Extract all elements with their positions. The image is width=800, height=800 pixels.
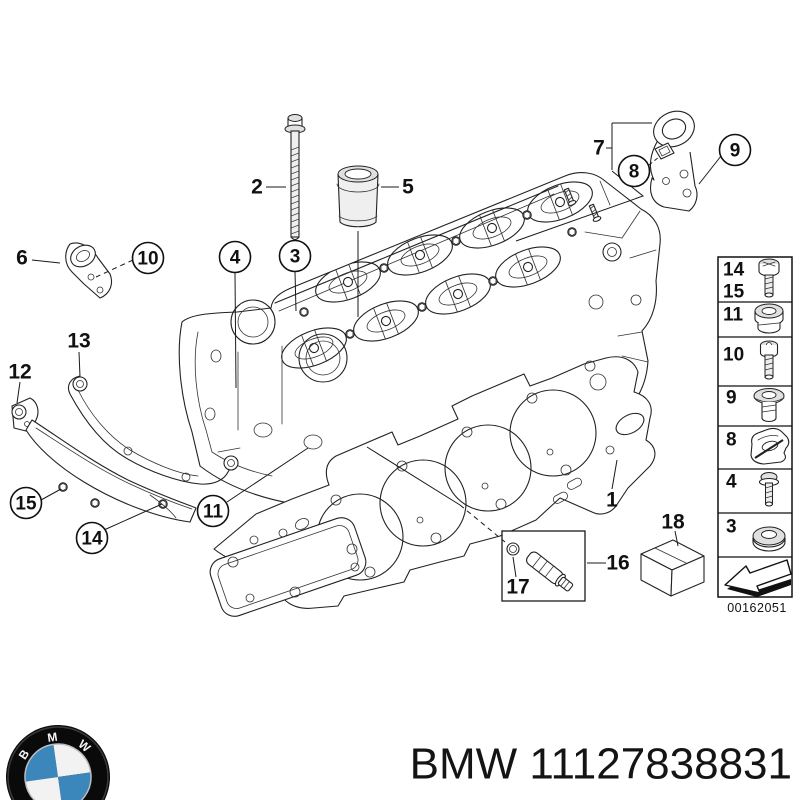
callout-17: 17 bbox=[506, 576, 529, 599]
circled-callout-4-label: 4 bbox=[230, 248, 241, 269]
legend-label-4: 4 bbox=[726, 472, 737, 493]
bmw-roundel-quadrant-white-tr bbox=[53, 744, 91, 777]
hex-bolt-icon bbox=[758, 258, 780, 298]
legend-label-10: 10 bbox=[723, 345, 744, 366]
circled-callout-15: 15 bbox=[9, 486, 43, 520]
socket-bolt-icon bbox=[759, 340, 779, 380]
cable-clip-icon bbox=[750, 427, 790, 465]
circled-callout-14-label: 14 bbox=[81, 529, 103, 550]
legend-label-3: 3 bbox=[726, 517, 737, 538]
circled-callout-10: 10 bbox=[131, 241, 165, 275]
bmw-roundel-quadrant-blue-br bbox=[58, 772, 91, 800]
valley-gasket-drawing bbox=[209, 517, 367, 617]
bmw-roundel-quadrant-blue-tl bbox=[25, 744, 58, 782]
legend-label-9: 9 bbox=[726, 388, 737, 409]
stud-bolt-threads bbox=[290, 146, 300, 235]
circled-callout-9: 9 bbox=[718, 133, 752, 167]
legend-label-14: 14 bbox=[723, 260, 745, 281]
callout-12: 12 bbox=[8, 361, 31, 384]
washer-icon bbox=[752, 526, 786, 552]
hook-assembly-drawing bbox=[649, 110, 698, 212]
bmw-roundel-quadrant-white-bl bbox=[25, 777, 63, 800]
cable-clip-drawing bbox=[654, 142, 675, 160]
countersunk-screw-icon bbox=[753, 388, 785, 423]
circled-callout-15-label: 15 bbox=[15, 494, 37, 515]
callout-1: 1 bbox=[606, 489, 618, 512]
callout-13: 13 bbox=[67, 330, 90, 353]
callout-16: 16 bbox=[606, 552, 629, 575]
circled-callout-3: 3 bbox=[278, 239, 312, 273]
diagram-number: 00162051 bbox=[727, 601, 787, 615]
circled-callout-4: 4 bbox=[218, 240, 252, 274]
circled-callout-8-label: 8 bbox=[629, 162, 640, 183]
footer: B M W BMW 11127838831 bbox=[6, 725, 792, 800]
screw-plug-icon bbox=[754, 303, 784, 334]
head-gasket-holes bbox=[249, 360, 645, 578]
circled-callout-14: 14 bbox=[75, 521, 109, 555]
direction-arrow-icon bbox=[724, 559, 792, 597]
circled-callout-3-label: 3 bbox=[290, 247, 301, 268]
sleeve-drawing bbox=[336, 165, 380, 228]
sensor-box-drawing bbox=[501, 530, 586, 602]
seal-kit-box-drawing bbox=[640, 539, 705, 597]
pan-head-bolt-icon bbox=[758, 472, 780, 507]
rail-assembly-drawing bbox=[11, 397, 197, 523]
callout-18: 18 bbox=[661, 511, 685, 534]
bmw-logo-letter-m: M bbox=[47, 730, 59, 745]
legend-label-11: 11 bbox=[723, 305, 744, 326]
callout-labels: 1 2 5 6 7 12 13 16 17 18 bbox=[8, 137, 685, 599]
callout-7: 7 bbox=[593, 137, 605, 160]
strip-gasket-13-drawing bbox=[67, 375, 241, 485]
legend-row-dividers bbox=[718, 301, 792, 558]
legend-sidebar: 14 15 11 10 9 8 4 3 bbox=[717, 256, 793, 615]
stud-bolt-drawing bbox=[284, 114, 306, 241]
front-bracket-drawing bbox=[65, 242, 113, 299]
circled-callouts: 3 4 8 9 10 11 14 15 bbox=[9, 133, 752, 555]
circled-callout-8: 8 bbox=[617, 154, 651, 188]
sensor-drawing bbox=[526, 551, 574, 592]
legend-label-8: 8 bbox=[726, 430, 737, 451]
part-number-text: BMW 11127838831 bbox=[410, 740, 792, 789]
legend-label-15: 15 bbox=[723, 282, 745, 303]
callout-2: 2 bbox=[251, 176, 263, 199]
callout-5: 5 bbox=[402, 176, 414, 199]
circled-callout-10-label: 10 bbox=[137, 249, 158, 270]
circled-callout-9-label: 9 bbox=[730, 141, 741, 162]
callout-6: 6 bbox=[16, 247, 28, 270]
circled-callout-11-label: 11 bbox=[203, 502, 224, 523]
circled-callout-11: 11 bbox=[196, 494, 230, 528]
bmw-logo: B M W bbox=[6, 725, 110, 800]
